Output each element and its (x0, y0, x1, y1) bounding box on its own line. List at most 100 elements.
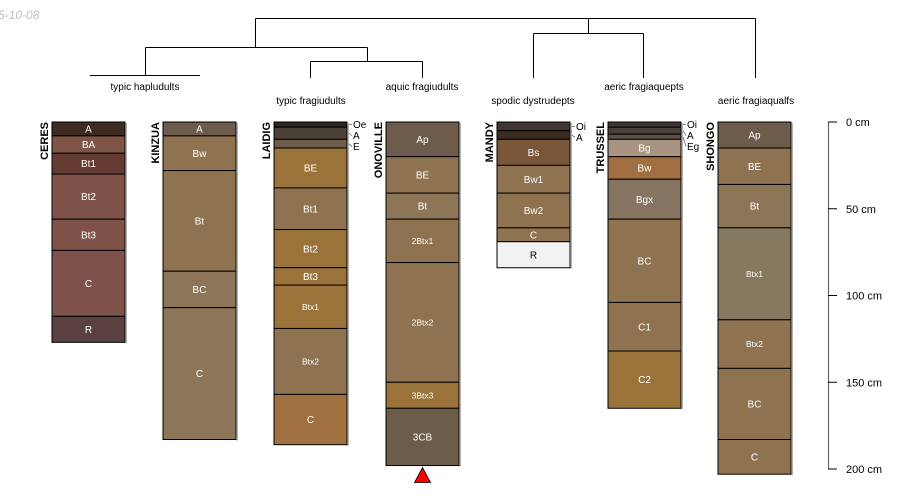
taxon-label: aeric fragiaqualfs (718, 96, 794, 107)
horizon (385, 156, 460, 194)
horizon-label: Bt (418, 202, 428, 213)
horizon (385, 262, 460, 383)
horizon (273, 126, 348, 140)
horizon-label: Btx1 (302, 302, 319, 312)
horizon-label: Ap (416, 135, 429, 146)
horizon-rects (273, 121, 348, 446)
horizon (162, 307, 237, 441)
taxon-label: typic hapludults (111, 82, 180, 93)
horizon (496, 138, 571, 166)
horizon-label: 3Btx3 (412, 390, 434, 400)
horizon (385, 121, 460, 158)
profile-name: KINZUA (150, 122, 162, 164)
horizon (496, 241, 571, 269)
horizon-label: 2Btx1 (412, 236, 434, 246)
horizon (162, 135, 237, 172)
horizon (273, 229, 348, 269)
horizon-label: A (353, 131, 360, 142)
horizon-label: C (307, 415, 314, 426)
horizon (273, 138, 348, 149)
taxon-label: typic fragiudults (276, 96, 345, 107)
horizon-label: Oi (687, 120, 697, 131)
horizon-rects (496, 121, 571, 269)
horizon-label: C2 (638, 375, 651, 386)
horizon-label: Bt2 (303, 244, 318, 255)
horizon-label: Ap (748, 131, 761, 142)
horizon-label: C (530, 230, 537, 241)
horizon (273, 121, 348, 128)
horizon-label: Bw2 (524, 206, 544, 217)
horizon (496, 121, 571, 132)
horizon-label: Btx2 (746, 339, 763, 349)
horizon-label: BE (748, 162, 762, 173)
horizon (385, 407, 460, 467)
horizon-label: Oi (576, 122, 586, 133)
horizon-label: BE (304, 164, 318, 175)
horizon-label: BA (82, 140, 96, 151)
horizon (496, 130, 571, 140)
profile-name: SHONGO (705, 122, 717, 171)
horizon-label: C (751, 452, 758, 463)
horizon-label: A (687, 131, 694, 142)
horizon (717, 367, 792, 441)
horizon-label: Bg (638, 144, 650, 155)
label-leader (682, 130, 687, 136)
horizon-label: Bt1 (303, 204, 318, 215)
horizon (717, 319, 792, 369)
label-leader (348, 143, 353, 147)
horizon (273, 284, 348, 329)
horizon (273, 147, 348, 189)
horizon (51, 173, 126, 220)
horizon-label: Bt3 (303, 272, 318, 283)
horizon (385, 218, 460, 264)
horizon (607, 133, 682, 140)
axis-tick-label: 150 cm (846, 377, 882, 389)
horizon-label: C1 (638, 322, 651, 333)
horizon-label: Bt (195, 216, 205, 227)
horizon (717, 439, 792, 475)
horizon-label: BC (748, 400, 762, 411)
axis-tick-label: 200 cm (846, 464, 882, 476)
horizon-rects (162, 121, 237, 441)
horizon-label: Bt1 (81, 159, 96, 170)
axis-tick-label: 100 cm (846, 291, 882, 303)
label-leader (348, 133, 353, 136)
horizon (607, 301, 682, 352)
dendrogram-branches (90, 18, 756, 78)
horizon-rects (717, 121, 792, 475)
horizon (607, 350, 682, 409)
horizon (385, 381, 460, 409)
profile-name: ONOVILLE (373, 122, 385, 178)
horizon (717, 183, 792, 229)
horizon-label: Btx2 (302, 356, 319, 366)
axis-tick-label: 0 cm (846, 117, 870, 129)
horizon (273, 393, 348, 446)
horizon (162, 170, 237, 272)
warning-marker-icon (413, 466, 432, 483)
horizon-label: R (85, 325, 92, 336)
horizon (717, 121, 792, 149)
taxon-label: aeric fragiaquepts (604, 82, 684, 93)
profile-name: MANDY (484, 121, 496, 162)
horizon-label: Bt3 (81, 230, 96, 241)
horizon (51, 315, 126, 343)
horizon-rects (51, 121, 126, 343)
horizon-label: E (353, 142, 360, 153)
